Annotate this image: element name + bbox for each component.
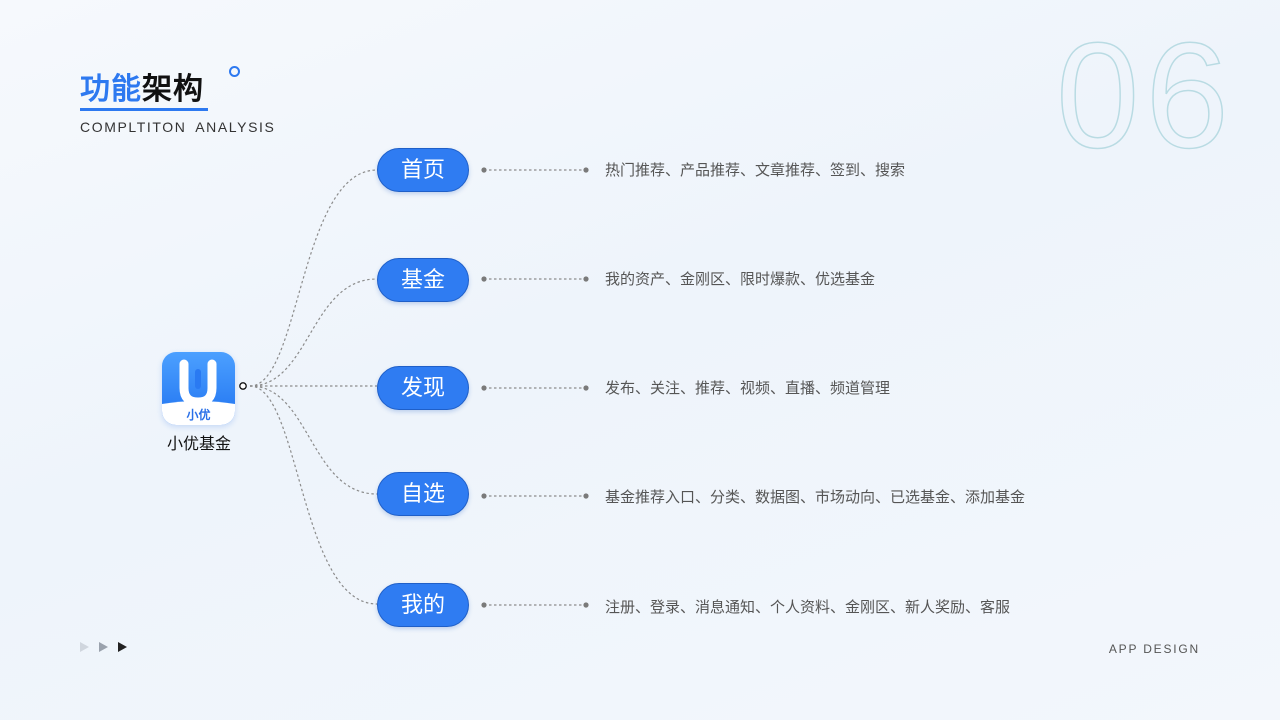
app-name: 小优基金 xyxy=(166,434,231,453)
app-icon-label: 小优 xyxy=(186,407,210,422)
module-features-mine: 注册、登录、消息通知、个人资料、金刚区、新人奖励、客服 xyxy=(605,598,1011,616)
module-pill-fund: 基金 xyxy=(377,258,469,302)
module-features-home: 热门推荐、产品推荐、文章推荐、签到、搜索 xyxy=(605,161,906,179)
feature-dot xyxy=(583,276,589,282)
feature-dot xyxy=(481,493,487,499)
feature-dot xyxy=(583,167,589,173)
page-title: 功能架构 xyxy=(80,64,204,108)
feature-dot xyxy=(583,385,589,391)
branch-line-1 xyxy=(249,169,378,387)
title-rest: 架构 xyxy=(142,72,204,107)
app-logo-icon: 小优 xyxy=(162,352,235,425)
page-subtitle: COMPLTITON ANALYSIS xyxy=(80,119,276,135)
module-pill-mine: 我的 xyxy=(377,583,469,627)
title-underline xyxy=(80,108,208,111)
feature-dot xyxy=(481,385,487,391)
module-pill-discover: 发现 xyxy=(377,366,469,410)
module-features-watchlist: 基金推荐入口、分类、数据图、市场动向、已选基金、添加基金 xyxy=(605,488,1026,506)
module-features-discover: 发布、关注、推荐、视频、直播、频道管理 xyxy=(605,379,891,397)
title-dot-icon xyxy=(229,66,240,77)
module-features-fund: 我的资产、金刚区、限时爆款、优选基金 xyxy=(605,270,876,288)
branch-line-5 xyxy=(249,385,378,605)
play-arrow-icon xyxy=(99,642,108,652)
feature-dot xyxy=(481,276,487,282)
branch-line-4 xyxy=(249,385,378,495)
root-node-dot xyxy=(239,382,247,390)
feature-dot xyxy=(583,602,589,608)
section-number: 06 xyxy=(1055,11,1235,179)
module-pill-watchlist: 自选 xyxy=(377,472,469,516)
branch-line-2 xyxy=(249,278,378,387)
play-arrow-icon xyxy=(80,642,89,652)
feature-dot xyxy=(583,493,589,499)
page-indicator xyxy=(80,642,127,652)
module-pill-home: 首页 xyxy=(377,148,469,192)
play-arrow-icon xyxy=(118,642,127,652)
footer-label: APP DESIGN xyxy=(1108,642,1200,656)
feature-dot xyxy=(481,602,487,608)
title-accent: 功能 xyxy=(80,72,142,107)
feature-dot xyxy=(481,167,487,173)
